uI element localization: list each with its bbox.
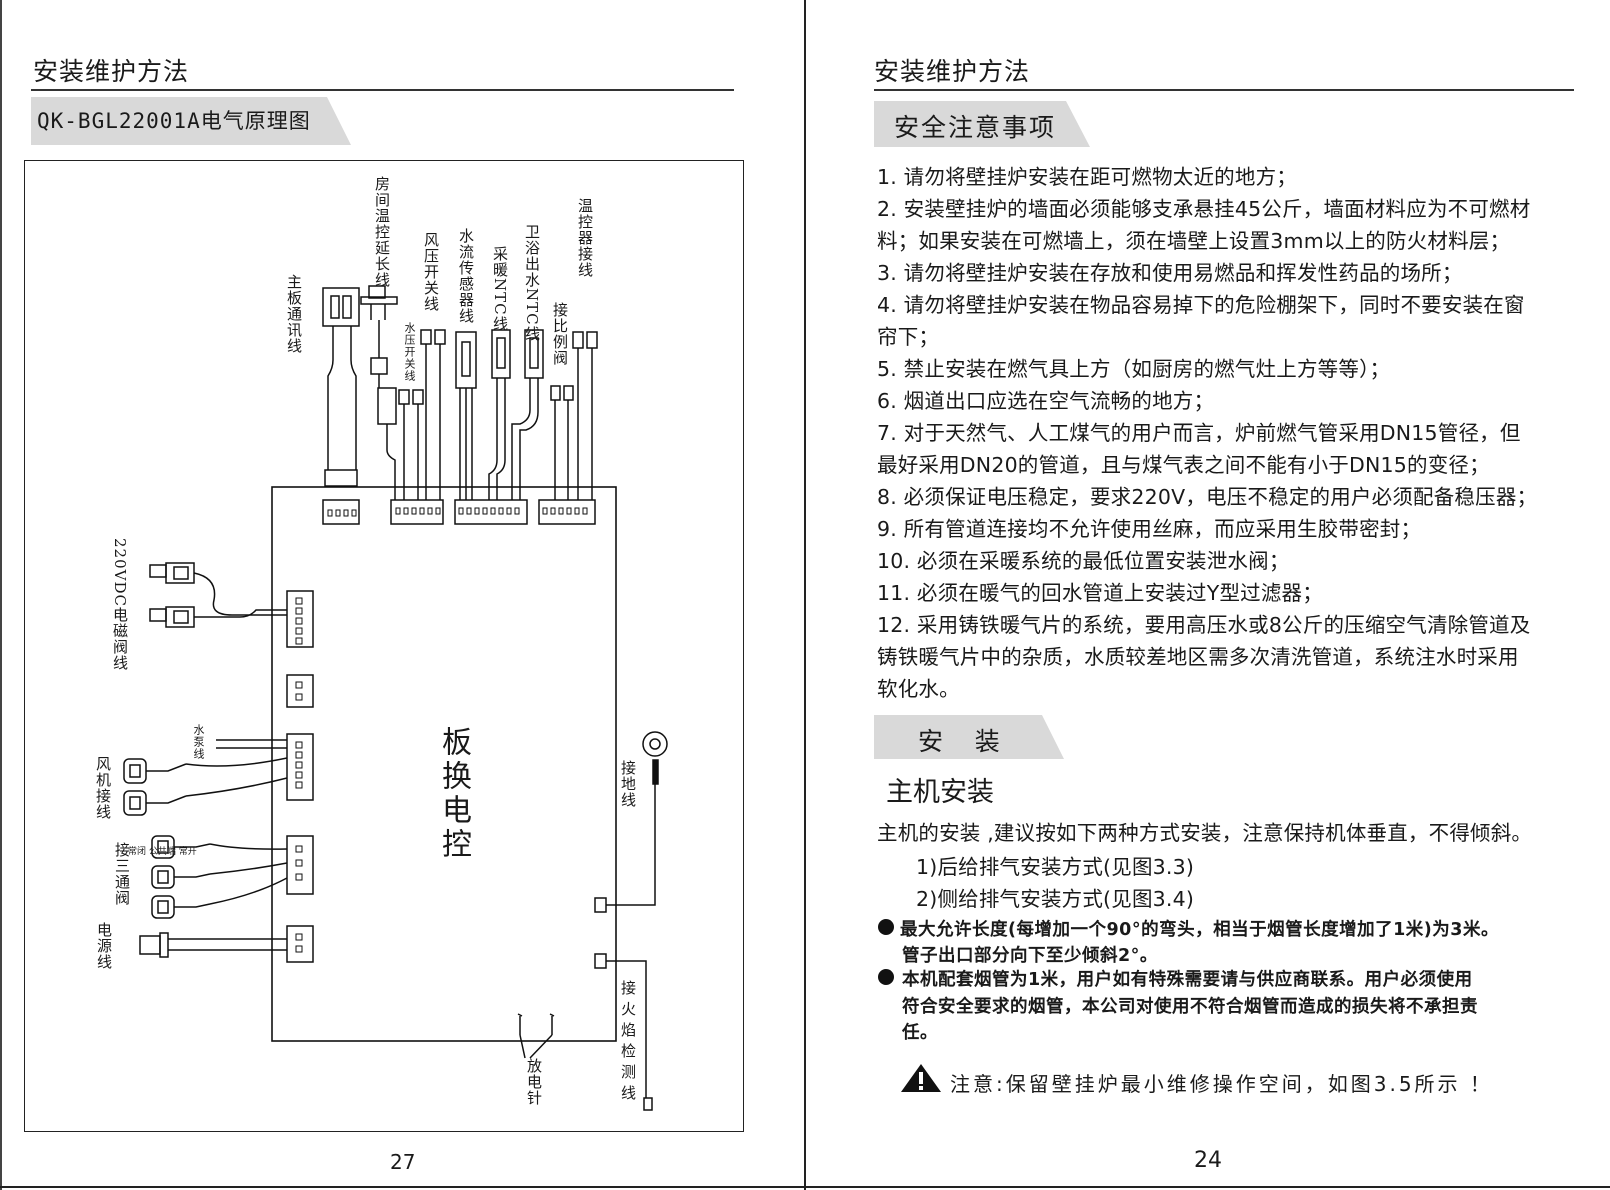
safety-line: 4. 请勿将壁挂炉安装在物品容易掉下的危险棚架下，同时不要安装在窗 [877, 293, 1525, 317]
label-flame-detection: 接火焰检测线 [619, 980, 637, 1106]
label-three-way-valve: 接三通阀 [113, 842, 131, 906]
bullet-2-line-3: 任。 [902, 1023, 938, 1043]
label-fan: 风机接线 [94, 756, 112, 820]
diagram-title-band [31, 97, 351, 145]
host-install-intro: 主机的安装 ,建议按如下两种方式安装，注意保持机体垂直，不得倾斜。 [877, 821, 1533, 845]
safety-line: 软化水。 [877, 677, 960, 701]
safety-heading-band [874, 101, 1090, 147]
bullet-dot [878, 919, 894, 935]
install-option-1: 1)后给排气安装方式(见图3.3) [916, 855, 1195, 879]
page-edge [0, 0, 2, 1190]
label-ground: 接地线 [619, 760, 637, 808]
label-wind-pressure-switch: 风压开关线 [422, 232, 440, 312]
label-pump: 水泵线 [192, 724, 205, 760]
safety-line: 6. 烟道出口应选在空气流畅的地方； [877, 389, 1215, 413]
label-water-pressure-switch: 水压开关线 [403, 322, 416, 382]
label-power: 电源线 [95, 922, 113, 970]
bullet-2-line-2: 符合安全要求的烟管，本公司对使用不符合烟管而造成的损失将不承担责 [902, 997, 1478, 1017]
label-main-comm: 主板通讯线 [285, 274, 303, 354]
label-dhw-ntc: 卫浴出水NTC线 [523, 224, 541, 342]
safety-line: 1. 请勿将壁挂炉安装在距可燃物太近的地方； [877, 165, 1297, 189]
label-ignition: 放电针 [525, 1058, 543, 1106]
install-heading: 安 装 [918, 727, 1000, 756]
safety-line: 7. 对于天然气、人工煤气的用户而言，炉前燃气管采用DN15管径，但 [877, 421, 1521, 445]
section-title: 安装维护方法 [874, 57, 1031, 86]
safety-line: 最好采用DN20的管道，且与煤气表之间不能有小于DN15的变径； [877, 453, 1490, 477]
warning-icon [901, 1064, 941, 1092]
safety-line: 5. 禁止安装在燃气具上方（如厨房的燃气灶上方等等）； [877, 357, 1391, 381]
section-title: 安装维护方法 [33, 57, 190, 86]
page-number: 27 [390, 1150, 416, 1174]
left-page: 安装维护方法 QK-BGL22001A电气原理图 [24, 57, 744, 1174]
safety-line: 9. 所有管道连接均不允许使用丝麻，而应采用生胶带密封； [877, 517, 1422, 541]
safety-line: 8. 必须保证电压稳定，要求220V，电压不稳定的用户必须配备稳压器； [877, 485, 1538, 509]
section-rule [874, 89, 1574, 91]
install-option-2: 2)侧给排气安装方式(见图3.4) [916, 887, 1195, 911]
wiring-schematic [123, 285, 668, 1111]
label-flow-sensor: 水流传感器线 [457, 228, 475, 324]
safety-line: 12. 采用铸铁暖气片的系统，要用高压水或8公斤的压缩空气清除管道及 [877, 613, 1531, 637]
host-install-heading: 主机安装 [886, 777, 994, 808]
wiring-diagram [24, 160, 744, 1132]
safety-line: 铸铁暖气片中的杂质，水质较差地区需多次清洗管道，系统注水时采用 [877, 645, 1519, 669]
safety-line: 3. 请勿将壁挂炉安装在存放和使用易燃品和挥发性药品的场所； [877, 261, 1463, 285]
warning-text: 注意:保留壁挂炉最小维修操作空间，如图3.5所示 ！ [950, 1072, 1493, 1096]
safety-line: 11. 必须在暖气的回水管道上安装过Y型过滤器； [877, 581, 1323, 605]
label-thermostat-connection: 温控器接线 [576, 198, 594, 278]
book-spine [804, 0, 806, 1190]
section-rule [31, 89, 734, 91]
install-heading-band [874, 715, 1064, 759]
safety-line: 2. 安装壁挂炉的墙面必须能够支承悬挂45公斤，墙面材料应为不可燃材 [877, 197, 1531, 221]
safety-heading: 安全注意事项 [894, 113, 1057, 142]
bullet-1-line-2: 管子出口部分向下至少倾斜2°。 [902, 946, 1158, 966]
safety-line: 料；如果安装在可燃墙上，须在墙壁上设置3mm以上的防火材料层； [877, 229, 1511, 253]
label-proportional-valve: 接比例阀 [551, 302, 569, 366]
page-number: 24 [1194, 1148, 1222, 1173]
safety-line: 10. 必须在采暖系统的最低位置安装泄水阀； [877, 549, 1290, 573]
board-label: 板换电控 [436, 726, 471, 862]
bullet-1-line-1: 最大允许长度(每增加一个90°的弯头，相当于烟管长度增加了1米)为3米。 [900, 920, 1499, 940]
page-bottom-edge [0, 1186, 1610, 1188]
label-solenoid: 220VDC电磁阀线 [111, 538, 129, 671]
safety-line: 帘下； [877, 325, 940, 349]
bullet-dot [878, 969, 894, 985]
label-room-thermostat: 房间温控延长线 [373, 176, 391, 288]
label-heating-ntc: 采暖NTC线 [491, 246, 509, 332]
bullet-2-line-1: 本机配套烟管为1米，用户如有特殊需要请与供应商联系。用户必须使用 [902, 970, 1473, 990]
diagram-title: QK-BGL22001A电气原理图 [37, 109, 311, 133]
